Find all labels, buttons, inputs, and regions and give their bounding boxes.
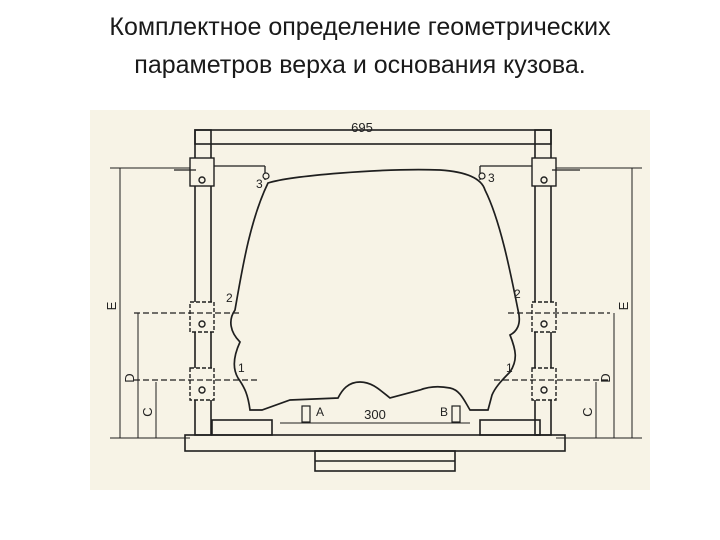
label-A: A bbox=[316, 405, 324, 419]
label-B: B bbox=[440, 405, 448, 419]
diagram-svg: 695 300 E D C E D C 3 3 2 2 1 1 A B bbox=[90, 110, 650, 490]
body-outline bbox=[230, 168, 521, 411]
label-1-left: 1 bbox=[238, 361, 245, 375]
label-1-right: 1 bbox=[506, 361, 513, 375]
point-labels: 3 3 2 2 1 1 A B bbox=[226, 171, 521, 419]
supports bbox=[262, 172, 486, 423]
base-plate-right bbox=[479, 419, 541, 436]
base-plate-left bbox=[211, 419, 273, 436]
dim-695: 695 bbox=[351, 120, 373, 135]
label-3-left: 3 bbox=[256, 177, 263, 191]
dimension-lines bbox=[110, 167, 642, 439]
slide-title: Комплектное определение геометрических п… bbox=[0, 8, 720, 84]
body-geometry-diagram: 695 300 E D C E D C 3 3 2 2 1 1 A B bbox=[90, 110, 650, 490]
dim-E-right: E bbox=[616, 301, 631, 310]
label-3-right: 3 bbox=[488, 171, 495, 185]
dimension-labels: 695 300 E D C E D C bbox=[104, 120, 631, 422]
dim-C-left: C bbox=[140, 407, 155, 416]
dim-E-left: E bbox=[104, 301, 119, 310]
top-beam bbox=[194, 129, 552, 145]
measuring-frame bbox=[184, 129, 566, 472]
dim-300: 300 bbox=[364, 407, 386, 422]
slide-title-line-1: Комплектное определение геометрических bbox=[109, 13, 611, 41]
dim-C-right: C bbox=[580, 407, 595, 416]
dim-D-right: D bbox=[598, 373, 613, 382]
clamp-left-low bbox=[189, 367, 215, 401]
dim-D-left: D bbox=[122, 373, 137, 382]
label-2-left: 2 bbox=[226, 291, 233, 305]
label-2-right: 2 bbox=[514, 287, 521, 301]
clamp-right-low bbox=[531, 367, 557, 401]
post-clamps bbox=[189, 157, 557, 401]
paper-background bbox=[90, 110, 650, 490]
slide-title-line-2: параметров верха и основания кузова. bbox=[134, 51, 586, 79]
